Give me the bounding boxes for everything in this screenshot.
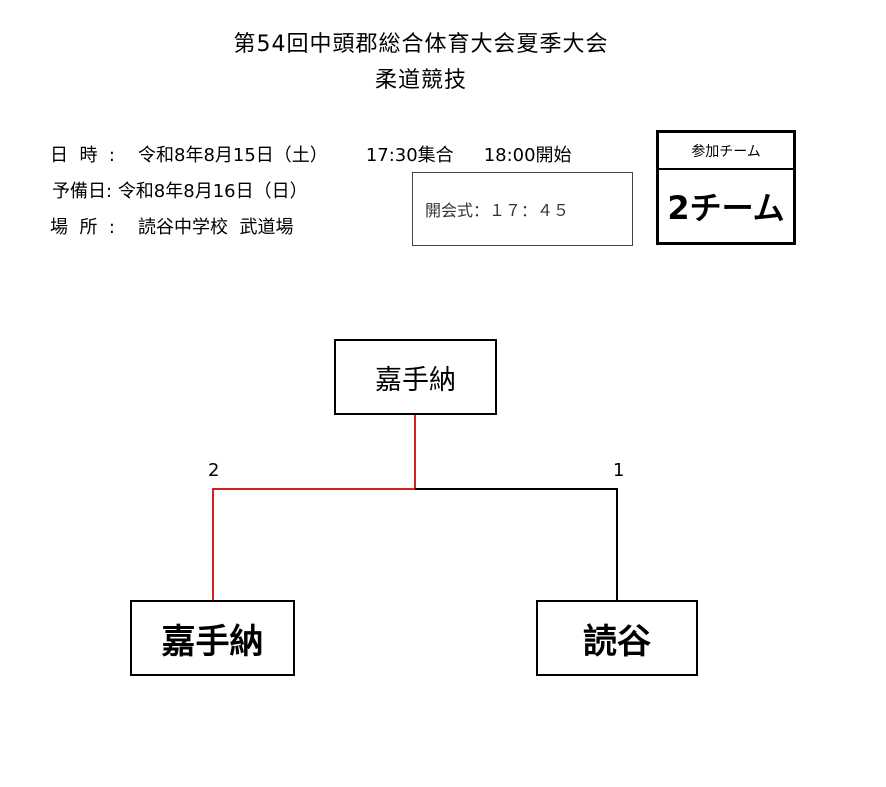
venue-label: 場 所 : xyxy=(50,217,115,238)
date-row: 日 時 : 令和8年8月15日（土） 17:30集合 18:00開始 xyxy=(50,141,572,167)
left-team-name: 嘉手納 xyxy=(161,621,264,662)
page-subtitle: 柔道競技 xyxy=(374,68,467,93)
opening-ceremony-text: 開会式：１７：４５ xyxy=(425,201,570,220)
left-score: 2 xyxy=(208,460,220,481)
reserve-row: 予備日: 令和8年8月16日（日） xyxy=(52,177,308,203)
reserve-value: 令和8年8月16日（日） xyxy=(117,181,308,202)
participating-teams-label: 参加チーム xyxy=(659,133,793,170)
page-title: 第54回中頭郡総合体育大会夏季大会 xyxy=(233,32,609,57)
venue-row: 場 所 : 読谷中学校 武道場 xyxy=(50,213,293,239)
winner-team-name: 嘉手納 xyxy=(375,364,456,396)
participating-teams-count: 2チーム xyxy=(667,189,785,227)
date-value: 令和8年8月15日（土） xyxy=(138,145,328,166)
left-team-box: 嘉手納 xyxy=(130,600,295,676)
winner-team-box: 嘉手納 xyxy=(334,339,497,415)
winning-path-line xyxy=(212,415,416,600)
participating-teams-box: 参加チーム 2チーム xyxy=(656,130,796,245)
venue-value: 読谷中学校 武道場 xyxy=(138,217,294,238)
opening-ceremony-box: 開会式：１７：４５ xyxy=(412,172,633,246)
start-time: 18:00開始 xyxy=(483,145,572,166)
date-label: 日 時 : xyxy=(50,145,115,166)
right-team-name: 読谷 xyxy=(583,621,651,662)
right-team-box: 読谷 xyxy=(536,600,698,676)
reserve-label: 予備日: xyxy=(52,181,113,202)
losing-path-line xyxy=(415,488,618,600)
right-score: 1 xyxy=(613,460,625,481)
assembly-time: 17:30集合 xyxy=(365,145,454,166)
